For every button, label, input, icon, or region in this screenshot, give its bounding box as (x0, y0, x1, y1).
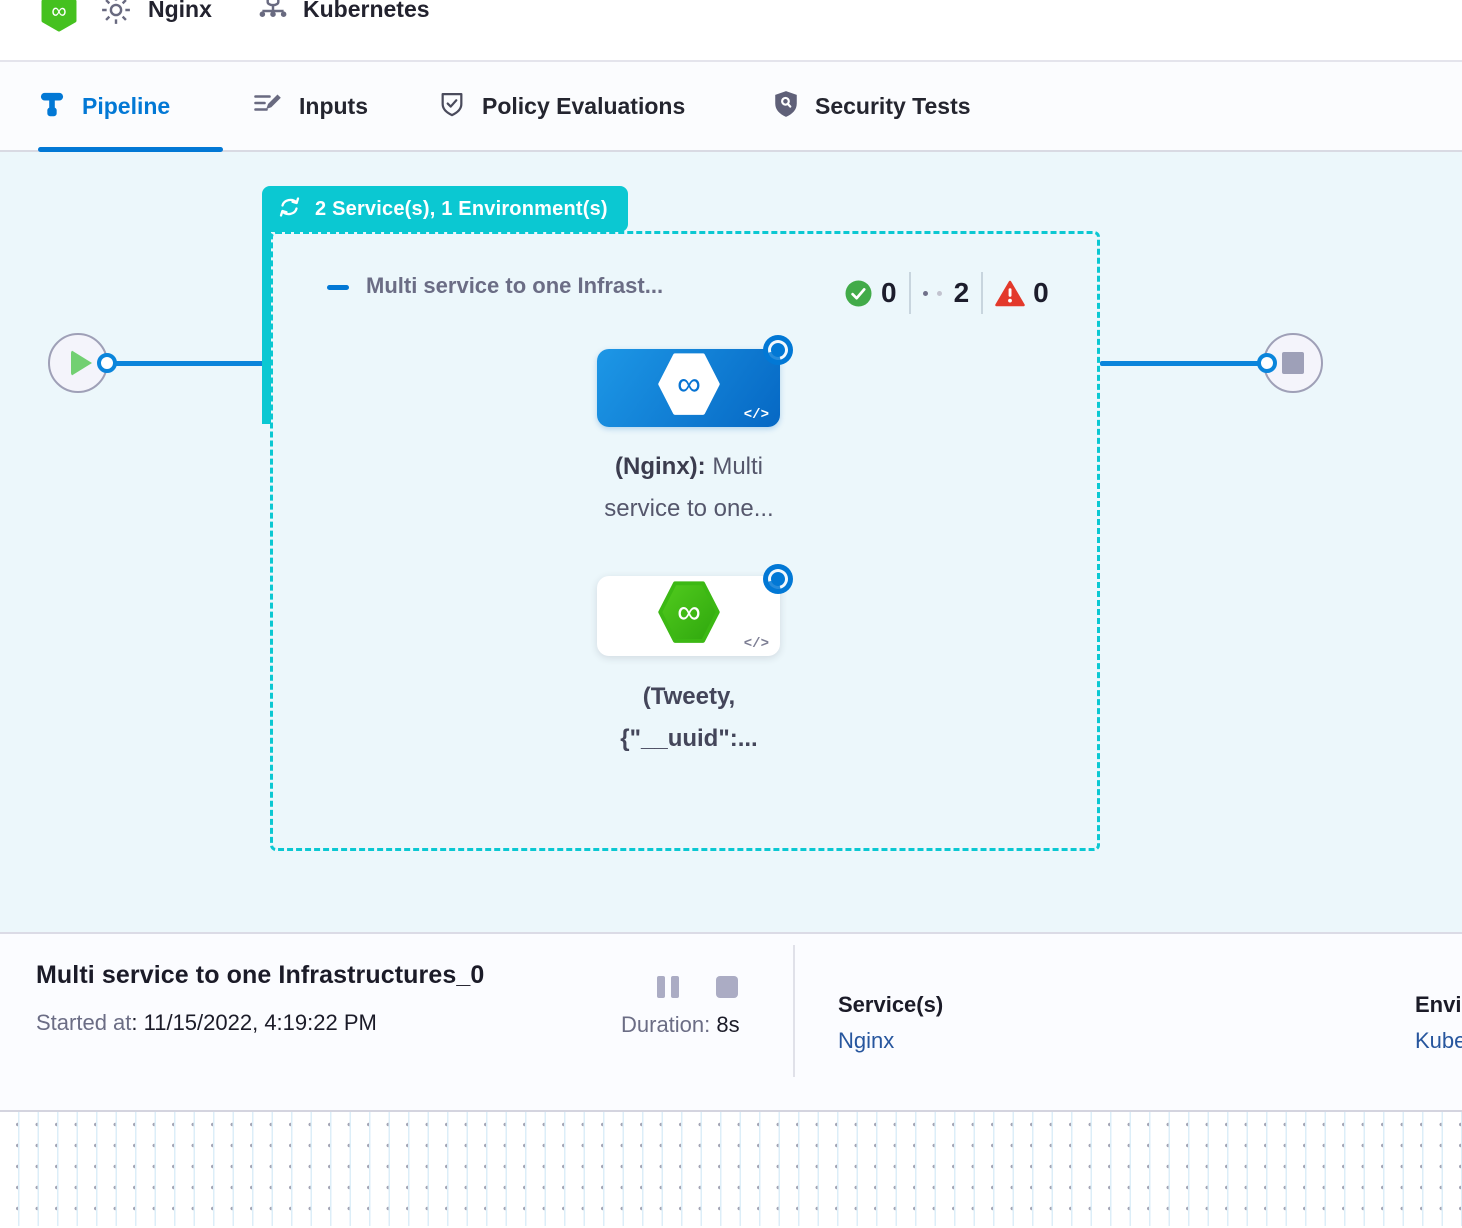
tab-policy-evaluations[interactable]: Policy Evaluations (438, 62, 685, 150)
tab-inputs[interactable]: Inputs (253, 62, 368, 150)
stop-icon (1282, 352, 1304, 374)
abort-execution-button[interactable] (716, 976, 738, 998)
environment-name: Kubernetes (303, 0, 430, 22)
execution-title: Multi service to one Infrastructures_0 (36, 961, 485, 989)
tab-security-tests-label: Security Tests (815, 92, 971, 119)
environments-link[interactable]: Kubernetes (1415, 1028, 1462, 1053)
running-dots-icon (936, 290, 942, 296)
execution-summary-bar: Multi service to one Infrastructures_0 S… (0, 932, 1462, 1110)
harness-service-icon: ∞ (657, 580, 721, 649)
play-icon (70, 350, 92, 376)
harness-service-icon: ∞ (657, 352, 721, 421)
running-spinner-badge (763, 564, 793, 594)
loop-icon (276, 195, 303, 224)
environments-label: Environment(s) (1415, 992, 1462, 1017)
execution-tabbar: Pipeline Inputs Policy Evaluations (0, 62, 1462, 152)
svg-text:∞: ∞ (677, 366, 701, 403)
failed-count: 0 (1033, 277, 1049, 308)
console-dot-grid (0, 1110, 1462, 1226)
gear-icon (99, 0, 133, 32)
stage-matrix-badge-label: 2 Service(s), 1 Environment(s) (315, 197, 608, 220)
flow-line-right (1100, 361, 1262, 366)
code-icon: </> (743, 407, 769, 423)
service-node-tweety[interactable]: ∞ </> (597, 576, 780, 656)
started-at: Started at: 11/15/2022, 4:19:22 PM (36, 1010, 377, 1036)
active-tab-underline (38, 147, 223, 152)
pipeline-start-node (48, 333, 108, 393)
tab-pipeline[interactable]: Pipeline (38, 62, 170, 150)
running-count: 2 (953, 277, 970, 308)
duration-label: Duration: (621, 1012, 711, 1037)
duration-value: 8s (710, 1012, 740, 1037)
failed-warning-icon (995, 280, 1025, 307)
tab-policy-evaluations-label: Policy Evaluations (482, 92, 686, 119)
svg-text:∞: ∞ (677, 594, 701, 631)
pipeline-name: Nginx (148, 0, 212, 22)
kubernetes-cluster-icon (256, 0, 290, 33)
services-label: Service(s) (838, 992, 944, 1017)
stage-matrix-badge[interactable]: 2 Service(s), 1 Environment(s) (262, 186, 628, 232)
started-at-label: Started at (36, 1010, 132, 1035)
count-divider (981, 272, 984, 314)
shield-check-icon (438, 90, 466, 123)
flow-dot-left (97, 353, 117, 373)
service-node-tweety-label: (Tweety, {"__uuid":... (620, 683, 758, 752)
started-at-value: : 11/15/2022, 4:19:22 PM (131, 1010, 377, 1035)
running-spinner-badge (763, 335, 793, 365)
services-link[interactable]: Nginx (838, 1028, 895, 1053)
stage-title[interactable]: Multi service to one Infrast... (366, 273, 664, 298)
svg-text:∞: ∞ (51, 0, 66, 23)
code-icon: </> (743, 636, 769, 652)
success-check-icon (845, 280, 872, 307)
pipeline-icon (38, 90, 66, 123)
footer-divider (793, 945, 795, 1077)
stage-dashed-box (270, 231, 1100, 851)
pause-execution-button[interactable] (657, 976, 683, 998)
stage-step-counts: 0 2 0 (845, 272, 1049, 314)
service-node-nginx-label: (Nginx): Multi service to one... (604, 453, 774, 522)
tab-security-tests[interactable]: Security Tests (773, 62, 971, 150)
inputs-icon (253, 91, 283, 122)
duration: Duration: 8s (621, 1012, 740, 1038)
security-shield-icon (773, 90, 799, 123)
stage-collapse-button[interactable] (327, 285, 349, 290)
count-divider (908, 272, 911, 314)
running-dots-icon (922, 290, 928, 296)
stage-left-strip (262, 231, 271, 424)
harness-logo-icon: ∞ (40, 0, 78, 37)
flow-line-left (106, 361, 266, 366)
breadcrumb-header: ∞ Nginx Kubernetes (0, 0, 1462, 62)
success-count: 0 (881, 277, 897, 308)
tab-pipeline-label: Pipeline (82, 92, 171, 119)
tab-inputs-label: Inputs (299, 92, 368, 119)
pipeline-canvas: 2 Service(s), 1 Environment(s) Multi ser… (0, 152, 1462, 932)
service-node-nginx[interactable]: ∞ </> (597, 349, 780, 427)
flow-dot-right (1257, 353, 1277, 373)
